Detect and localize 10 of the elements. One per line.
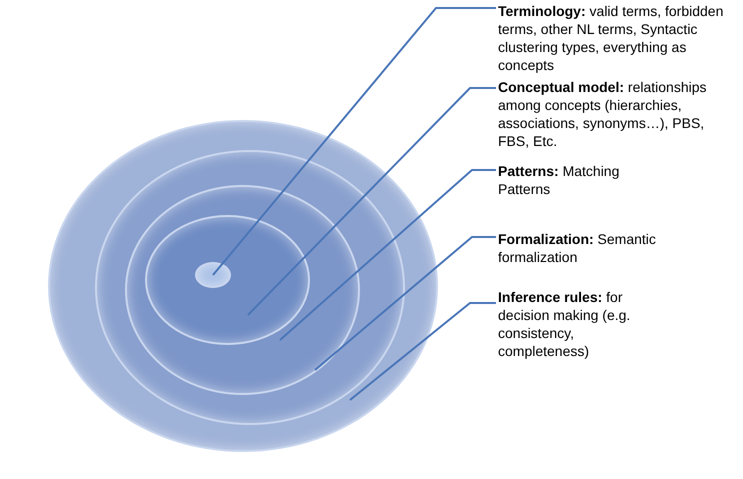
leader-line: [279, 169, 496, 341]
leader-line: [349, 302, 496, 401]
description-text: Formalization: Semantic formalization: [498, 230, 657, 266]
description-text: Conceptual model: relationships among concepts (hierarchies, associations, synonyms…), PBS, FBS, Etc.: [498, 78, 708, 150]
description-text: Inference rules: for decision making (e.g. consistency, completeness): [498, 288, 632, 360]
leader-line: [212, 7, 496, 276]
leader-line: [247, 87, 496, 316]
leader-line: [314, 236, 496, 371]
ring-ellipse: [195, 262, 231, 288]
description-text: Patterns: Matching Patterns: [498, 162, 620, 198]
